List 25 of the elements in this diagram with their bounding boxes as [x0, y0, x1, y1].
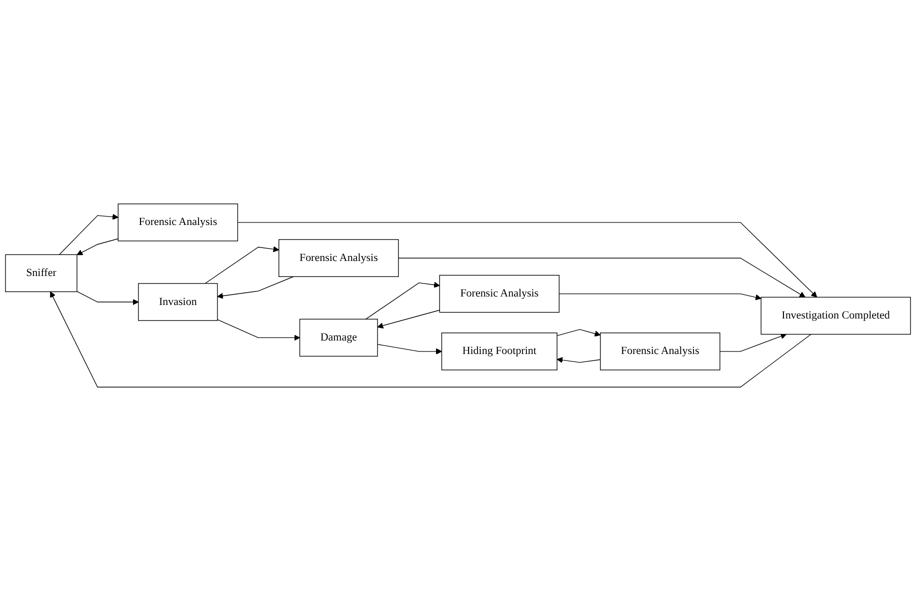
arrow: [50, 291, 812, 388]
arrow: [204, 246, 280, 284]
arrow: [217, 276, 294, 299]
node-box: Damage: [299, 318, 378, 357]
arrow: [558, 293, 762, 300]
node-box: Forensic Analysis: [118, 204, 238, 242]
arrow: [217, 319, 300, 341]
arrow: [720, 333, 787, 352]
arrow: [365, 282, 440, 320]
arrow: [377, 344, 442, 354]
node-box: Forensic Analysis: [439, 274, 560, 313]
arrow: [398, 258, 806, 298]
node-box: Forensic Analysis: [278, 239, 399, 277]
node-box: Investigation Completed: [760, 296, 911, 335]
arrow: [377, 310, 440, 329]
arrow: [76, 238, 118, 256]
arrow: [556, 357, 601, 364]
arrow: [76, 291, 139, 306]
node-box: Invasion: [138, 283, 218, 321]
node-box: Sniffer: [5, 254, 78, 292]
arrow: [556, 329, 601, 337]
arrow: [237, 222, 818, 298]
node-box: Forensic Analysis: [600, 332, 720, 370]
node-box: Hiding Footprint: [441, 332, 558, 370]
arrow: [58, 214, 118, 255]
